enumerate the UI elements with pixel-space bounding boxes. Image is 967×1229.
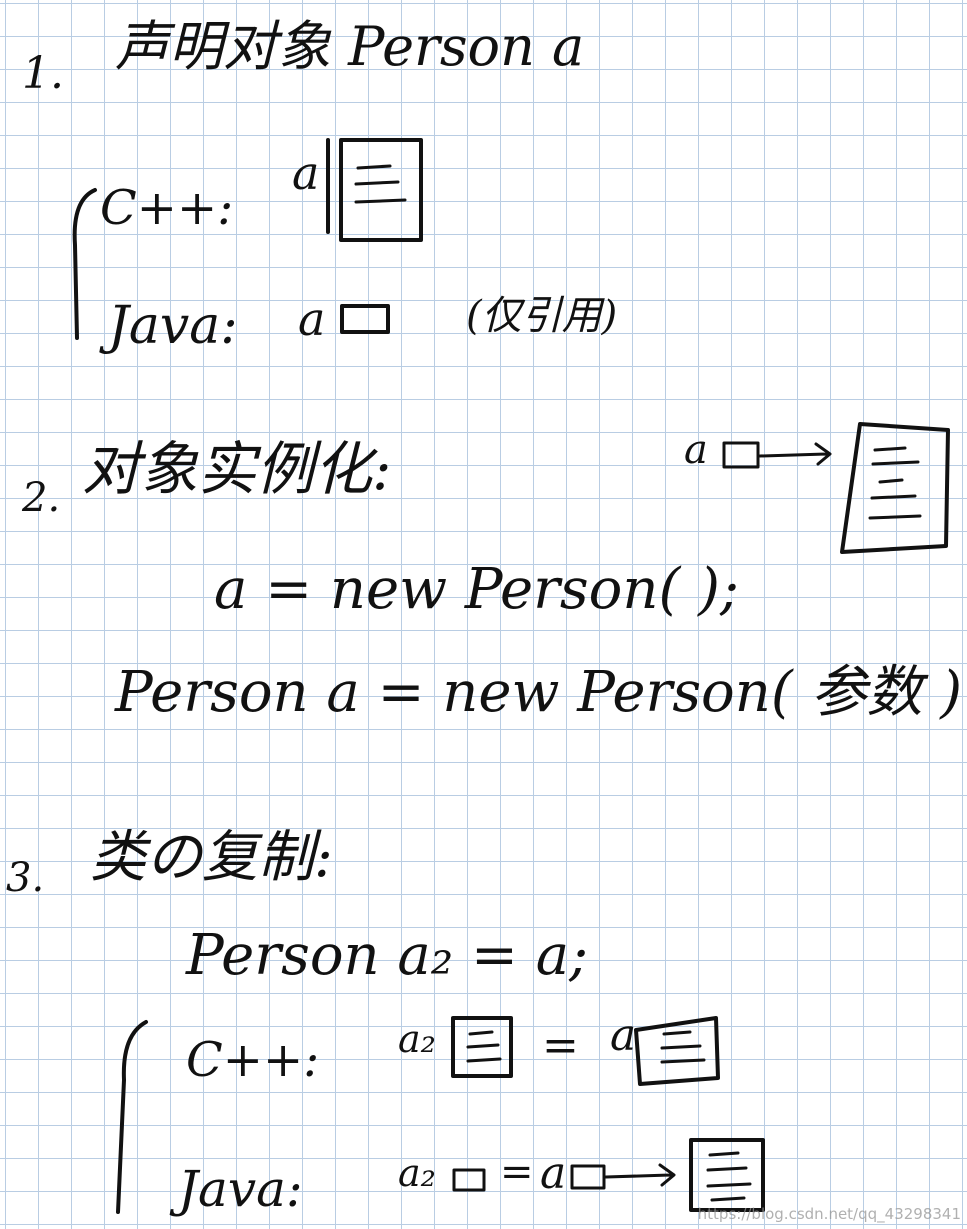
cpp-copy-box-left: [451, 1016, 513, 1078]
section-2-title: 对象实例化:: [82, 435, 392, 503]
watermark: https://blog.csdn.net/qq_43298341: [697, 1205, 961, 1223]
instantiation-line-1: a = new Person( );: [214, 557, 739, 622]
section-3-title: 类の复制:: [90, 825, 333, 890]
section-1-title: 声明对象 Person a: [115, 15, 585, 78]
section-1-number: 1.: [22, 48, 64, 99]
cpp-object-box: [326, 138, 423, 242]
cpp-copy-left-var: a₂: [398, 1017, 436, 1061]
section-3-number: 3.: [6, 855, 45, 901]
instantiation-line-2: Person a = new Person( 参数 ): [115, 660, 963, 725]
java-copy-label: Java:: [178, 1160, 303, 1218]
cpp-copy-label: C++:: [186, 1032, 320, 1088]
java-copy-equals: =: [500, 1149, 534, 1195]
reference-to-object-diagram: [722, 422, 950, 554]
section-2-number: 2.: [22, 475, 61, 521]
java-reference-var: a: [298, 292, 326, 346]
copy-statement: Person a₂ = a;: [186, 923, 589, 988]
java-copy-right-var: a: [540, 1148, 567, 1199]
reference-only-note: (仅引用): [466, 293, 618, 339]
java-label: Java:: [108, 296, 238, 356]
cpp-label: C++:: [100, 180, 234, 236]
cpp-copy-equals: =: [542, 1020, 579, 1071]
java-copy-left-var: a₂: [398, 1151, 436, 1195]
section-1-brace: [72, 188, 97, 340]
cpp-copy-box-right: [634, 1016, 720, 1086]
section-3-brace: [116, 1020, 148, 1214]
cpp-copy-right-var: a: [610, 1010, 637, 1061]
java-reference-box: [340, 304, 390, 334]
diagram-reference-var: a: [684, 427, 708, 473]
cpp-object-var: a: [292, 146, 320, 200]
